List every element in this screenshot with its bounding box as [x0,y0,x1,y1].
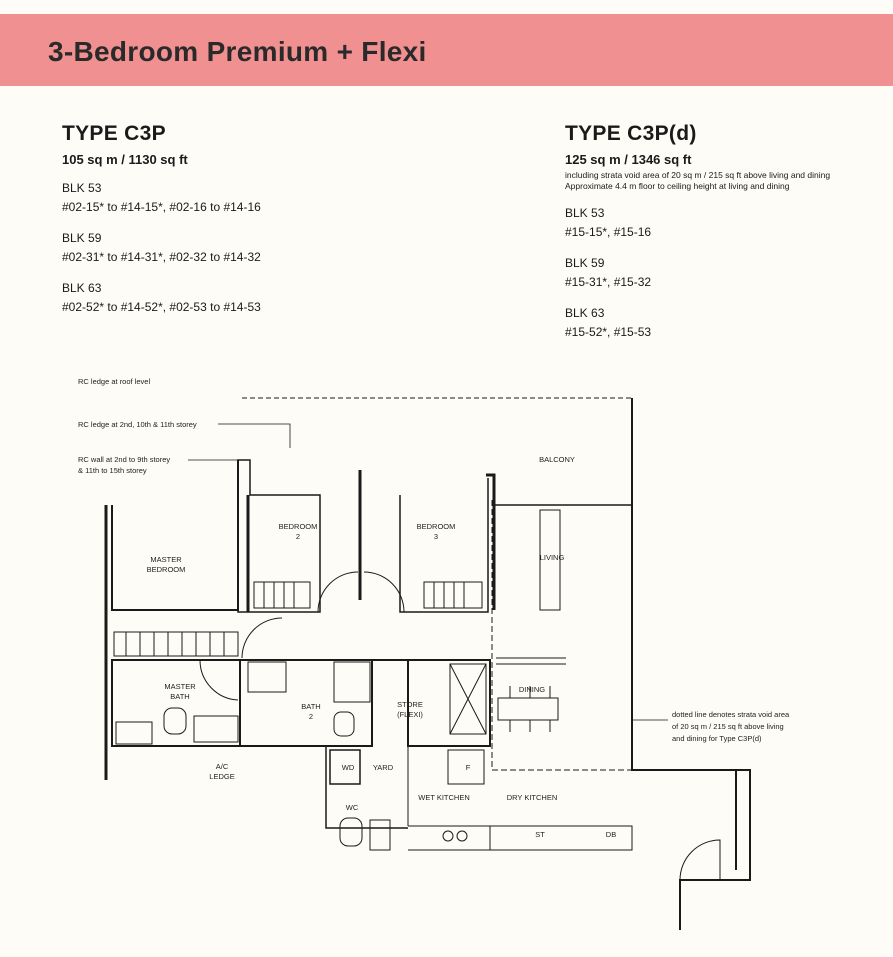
room-st: ST [535,830,545,839]
type-c3p-section: TYPE C3P 105 sq m / 1130 sq ft BLK 53 #0… [62,122,261,317]
block-units: #15-15*, #15-16 [565,225,652,239]
room-yard: YARD [373,763,394,772]
annotation-rc-ledge: RC ledge at 2nd, 10th & 11th storey [78,420,197,429]
room-store: STORE [397,700,423,709]
room-master-bath: MASTER [164,682,196,691]
block-entry: BLK 59 #02-31* to #14-31*, #02-32 to #14… [62,229,261,267]
annotation-dotted-1: dotted line denotes strata void area [672,710,790,719]
annotation-dotted-2: of 20 sq m / 215 sq ft above living [672,722,784,731]
roof-ledge-dashed [242,397,633,500]
block-name: BLK 63 [62,281,102,295]
type-c3pd-note-1: including strata void area of 20 sq m / … [565,170,831,180]
block-entry: BLK 53 #15-15*, #15-16 [565,204,830,242]
room-bedroom-2: BEDROOM [279,522,318,531]
room-bedroom-2-num: 2 [296,532,300,541]
room-bath-2: BATH [301,702,320,711]
type-c3pd-note-2: Approximate 4.4 m floor to ceiling heigh… [565,181,790,191]
room-wd: WD [342,763,355,772]
block-entry: BLK 63 #02-52* to #14-52*, #02-53 to #14… [62,279,261,317]
room-dining: DINING [519,685,545,694]
type-c3pd-section: TYPE C3P(d) 125 sq m / 1346 sq ft includ… [565,122,830,342]
block-units: #15-31*, #15-32 [565,275,652,289]
header-banner: 3-Bedroom Premium + Flexi [0,14,893,86]
annotation-dotted-3: and dining for Type C3P(d) [672,734,762,743]
room-balcony: BALCONY [539,455,575,464]
block-entry: BLK 53 #02-15* to #14-15*, #02-16 to #14… [62,179,261,217]
block-units: #15-52*, #15-53 [565,325,652,339]
room-store-2: (FLEXI) [397,710,423,719]
room-ac-ledge-2: LEDGE [209,772,234,781]
block-entry: BLK 59 #15-31*, #15-32 [565,254,830,292]
room-wc: WC [346,803,359,812]
void-dotted-line [491,500,632,771]
type-c3pd-area: 125 sq m / 1346 sq ft [565,152,692,167]
room-master-bedroom-2: BEDROOM [147,565,186,574]
room-master-bath-2: BATH [170,692,189,701]
block-units: #02-31* to #14-31*, #02-32 to #14-32 [62,250,261,264]
block-name: BLK 53 [565,206,605,220]
block-name: BLK 63 [565,306,605,320]
room-ac-ledge: A/C [216,762,229,771]
room-bedroom-3-num: 3 [434,532,438,541]
block-units: #02-52* to #14-52*, #02-53 to #14-53 [62,300,261,314]
type-c3p-title: TYPE C3P [62,122,166,145]
block-name: BLK 53 [62,181,102,195]
room-dry-kitchen: DRY KITCHEN [507,793,558,802]
room-wet-kitchen: WET KITCHEN [418,793,470,802]
annotation-rc-roof: RC ledge at roof level [78,377,150,386]
block-units: #02-15* to #14-15*, #02-16 to #14-16 [62,200,261,214]
page-title: 3-Bedroom Premium + Flexi [48,36,427,67]
block-name: BLK 59 [565,256,605,270]
room-bedroom-3: BEDROOM [417,522,456,531]
room-f: F [466,763,471,772]
room-bath-2-num: 2 [309,712,313,721]
block-name: BLK 59 [62,231,102,245]
type-c3p-area: 105 sq m / 1130 sq ft [62,152,188,167]
type-c3pd-title: TYPE C3P(d) [565,122,697,145]
room-db: DB [606,830,616,839]
block-entry: BLK 63 #15-52*, #15-53 [565,304,830,342]
room-master-bedroom: MASTER [150,555,182,564]
annotation-rc-wall-2: & 11th to 15th storey [78,466,147,475]
annotation-rc-wall-1: RC wall at 2nd to 9th storey [78,455,170,464]
room-living: LIVING [540,553,565,562]
